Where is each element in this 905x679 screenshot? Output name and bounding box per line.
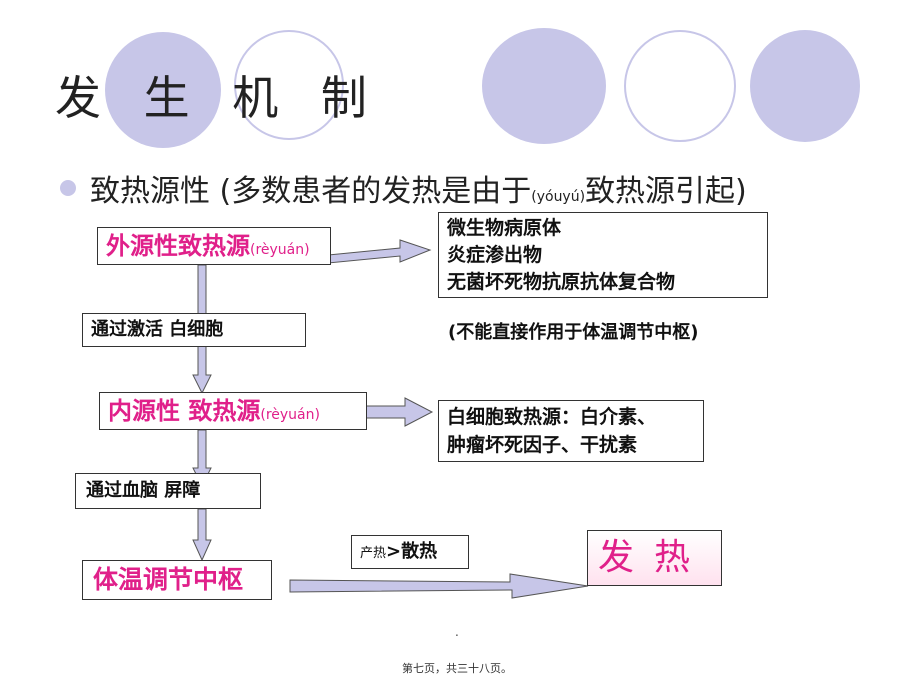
bullet-pinyin: (yóuyú) xyxy=(531,189,586,205)
bullet-text: 致热源性 (多数患者的发热是由于(yóuyú)致热源引起) xyxy=(90,166,747,210)
note-text: (不能直接作用于体温调节中枢) xyxy=(448,322,699,343)
bullet-dot xyxy=(60,180,76,196)
exogenous-item: 炎症渗出物 xyxy=(447,244,543,266)
endogenous-label: 内源性 致热源 xyxy=(108,397,261,425)
exogenous-pinyin: (rèyuán) xyxy=(250,242,310,258)
exogenous-item: 微生物病原体 xyxy=(447,217,562,239)
slide-title: 发 生 机 制 xyxy=(55,71,381,125)
arrow-right-exo xyxy=(317,239,432,265)
fever-box: 发热 xyxy=(587,530,722,586)
arrow-down-3 xyxy=(192,508,212,562)
endogenous-pinyin: (rèyuán) xyxy=(260,407,320,423)
decor-circle-5 xyxy=(750,30,860,142)
exogenous-pyrogen-box: 外源性致热源(rèyuán) xyxy=(97,227,331,265)
exogenous-label: 外源性致热源 xyxy=(106,232,250,260)
endogenous-item: 肿瘤坏死因子、干扰素 xyxy=(447,434,638,456)
bullet-main: 致热源性 (多数患者的发热是由于 xyxy=(90,174,532,209)
thermoregulation-center-box: 体温调节中枢 xyxy=(82,560,272,600)
bullet-tail: 致热源引起) xyxy=(585,174,747,209)
heat-balance-box: 产热>散热 xyxy=(351,535,469,569)
endogenous-list-box: 白细胞致热源：白介素、 肿瘤坏死因子、干扰素 xyxy=(438,400,704,462)
exogenous-list-box: 微生物病原体 炎症渗出物 无菌坏死物抗原抗体复合物 xyxy=(438,212,768,298)
page-footer: 第七页，共三十八页。 xyxy=(402,662,512,675)
endogenous-item: 白细胞致热源：白介素、 xyxy=(447,406,657,428)
heat-dissipation: >散热 xyxy=(386,541,438,562)
blood-brain-barrier-box: 通过血脑 屏障 xyxy=(75,473,261,509)
decor-circle-4 xyxy=(624,30,736,142)
arrow-right-fever xyxy=(289,573,589,599)
heat-production: 产热 xyxy=(360,546,387,561)
activate-leukocyte-box: 通过激活 白细胞 xyxy=(82,313,306,347)
exogenous-item: 无菌坏死物抗原抗体复合物 xyxy=(447,271,676,293)
decor-circle-1 xyxy=(105,32,221,148)
center-dot: . xyxy=(455,625,459,639)
decor-circle-2 xyxy=(234,30,344,140)
endogenous-pyrogen-box: 内源性 致热源(rèyuán) xyxy=(99,392,367,430)
decor-circle-3 xyxy=(482,28,606,144)
